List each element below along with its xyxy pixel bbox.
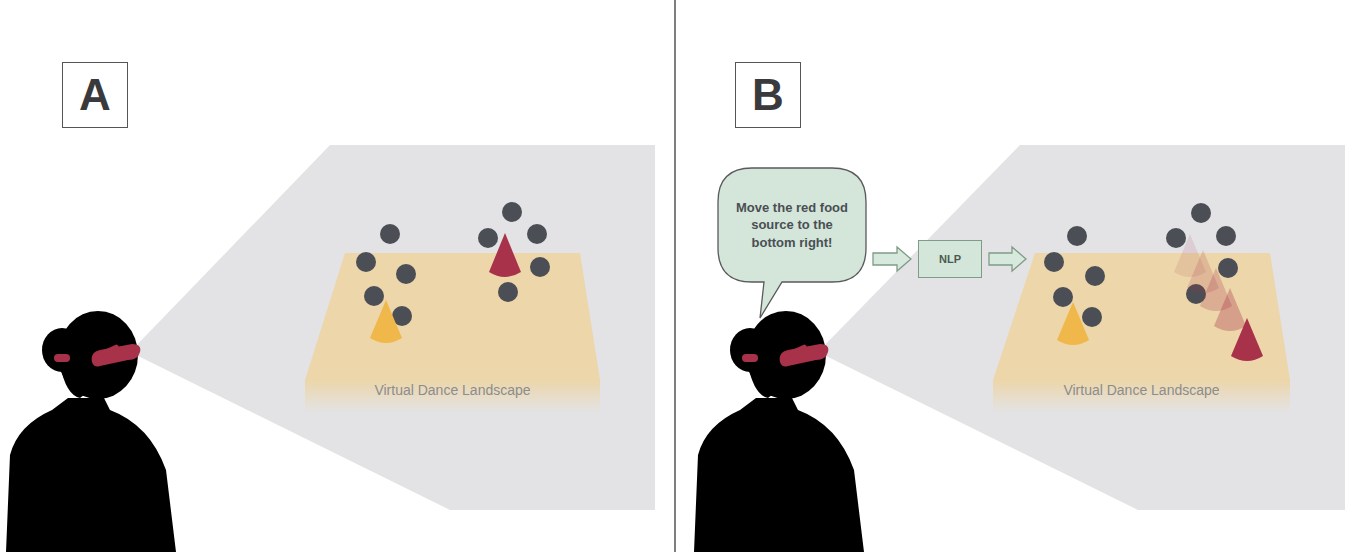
ghost-cone-trail [1214,288,1246,331]
landscape-plane: Virtual Dance Landscape [988,253,1295,413]
agent-dot [530,257,550,277]
agent-dot [1082,307,1102,327]
agent-dot [1166,228,1186,248]
view-projection [130,145,655,510]
landscape-outline [988,253,1295,413]
agent-dot [1191,203,1211,223]
person-silhouette [6,311,176,552]
agent-dot [396,264,416,284]
food-source-cone [1231,318,1263,361]
landscape-plane: Virtual Dance Landscape [300,253,605,413]
landscape-fade [993,380,1290,413]
process-box: NLP [918,240,982,278]
agent-dot [478,228,498,248]
landscape-surface [993,253,1290,380]
person-silhouette [694,311,864,552]
ghost-cone-trail [1187,250,1219,293]
landscape-surface [305,253,600,380]
speech-text: Move the red food source to the bottom r… [728,168,856,282]
panel-divider [674,0,676,552]
panel-label-box: A [62,62,128,128]
agent-dot [527,224,547,244]
agent-dot [380,224,400,244]
agent-dot [1085,266,1105,286]
panel-letter: A [79,73,111,117]
agent-dot [502,202,522,222]
speech-bubble-shape [718,168,866,318]
agent-dot [356,252,376,272]
food-source-cone [1057,302,1089,345]
flow-arrow [989,247,1026,271]
food-source-cone [489,233,521,277]
landscape-outline [300,253,605,413]
landscape-label: Virtual Dance Landscape [300,382,605,398]
agent-dot [392,306,412,326]
landscape-label: Virtual Dance Landscape [988,382,1295,398]
landscape-fade [305,380,600,413]
agent-dot [1186,284,1206,304]
agent-dot [1218,258,1238,278]
agent-dot [1044,252,1064,272]
agent-dot [364,286,384,306]
speech-bubble-outline [718,168,866,282]
process-label: NLP [939,253,961,265]
speech-bubble: Move the red food source to the bottom r… [718,168,866,282]
ghost-cone-trail [1200,268,1232,311]
panel-label-box: B [735,62,801,128]
food-source-cone [370,300,402,343]
panel-letter: B [752,73,784,117]
agent-dot [1216,226,1236,246]
view-projection [818,145,1345,510]
flow-arrow [873,247,911,271]
agent-dot [1067,226,1087,246]
ghost-cone-trail [1174,234,1206,277]
agent-dot [1053,287,1073,307]
agent-dot [498,282,518,302]
